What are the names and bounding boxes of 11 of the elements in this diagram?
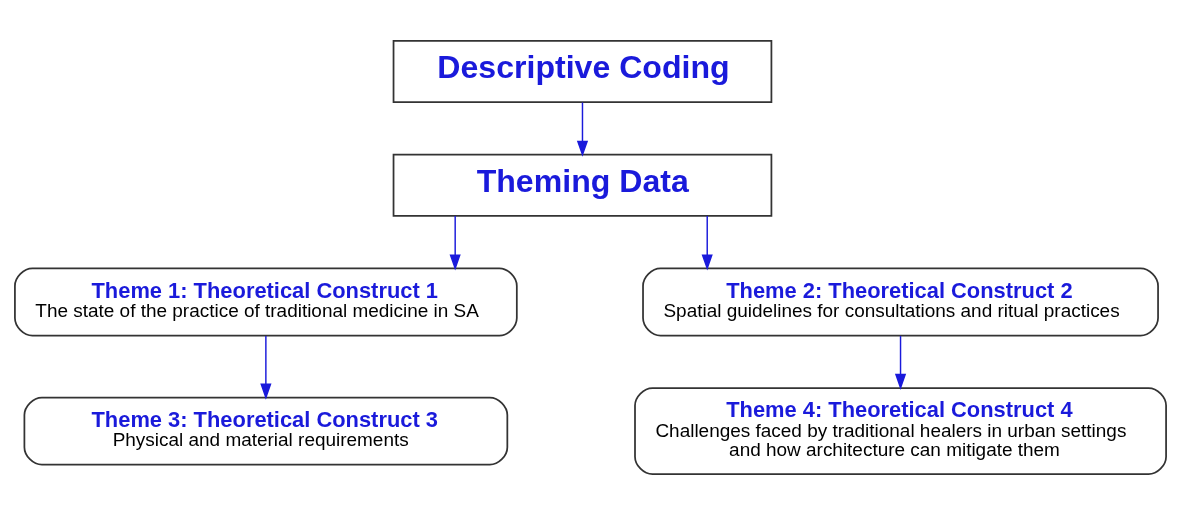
arrow — [576, 101, 589, 157]
node-box: Descriptive Coding — [392, 39, 773, 103]
arrow — [449, 214, 461, 270]
node-box: Theming Data — [392, 153, 773, 217]
node-box: Theme 1: Theoretical Construct 1 The state of the practice of traditional medicine in SA — [14, 267, 518, 336]
arrow — [894, 334, 907, 390]
arrow — [260, 334, 272, 400]
arrow — [701, 214, 713, 270]
node-box: Theme 3: Theoretical Construct 3 Physical and material requirements — [23, 396, 509, 466]
node-box: Theme 4: Theoretical Construct 4 Challenges faced by traditional healers in urban settings and how architecture can mitigate them — [634, 386, 1167, 475]
node-box: Theme 2: Theoretical Construct 2 Spatial guidelines for consultations and ritual practices — [642, 267, 1159, 336]
